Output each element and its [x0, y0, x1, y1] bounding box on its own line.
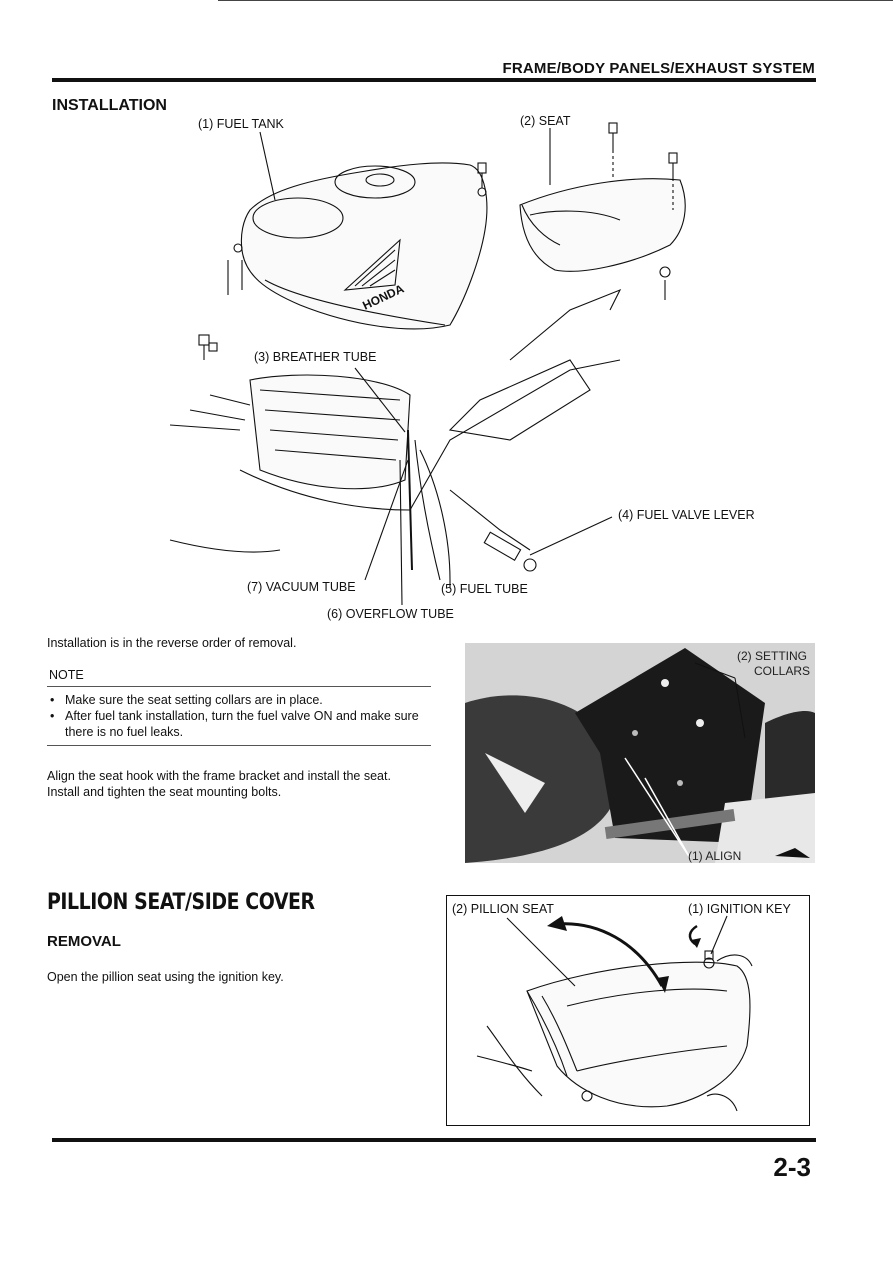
- label-breather-tube: (3) BREATHER TUBE: [254, 350, 377, 364]
- pillion-seat-figure: [446, 895, 810, 1126]
- label-vacuum-tube: (7) VACUUM TUBE: [247, 580, 356, 594]
- label-ignition-key: (1) IGNITION KEY: [688, 902, 791, 916]
- note-item: After fuel tank installation, turn the f…: [47, 708, 431, 740]
- label-seat: (2) SEAT: [520, 114, 571, 128]
- removal-heading: REMOVAL: [47, 933, 121, 950]
- installation-heading: INSTALLATION: [52, 97, 167, 114]
- align-seat-text: Align the seat hook with the frame brack…: [47, 769, 391, 783]
- page-number: 2-3: [773, 1152, 811, 1182]
- label-fuel-tank: (1) FUEL TANK: [198, 117, 284, 131]
- seat-photo: [465, 643, 815, 863]
- installation-intro: Installation is in the reverse order of …: [47, 636, 297, 650]
- removal-text: Open the pillion seat using the ignition…: [47, 970, 284, 984]
- label-pillion-seat: (2) PILLION SEAT: [452, 902, 554, 916]
- note-bottom-rule: [47, 745, 431, 746]
- tighten-bolts-text: Install and tighten the seat mounting bo…: [47, 785, 282, 799]
- photo-label-collars: COLLARS: [754, 664, 811, 678]
- photo-label-align: (1) ALIGN: [688, 849, 742, 863]
- note-list: Make sure the seat setting collars are i…: [47, 692, 431, 740]
- pillion-section-title: PILLION SEAT/SIDE COVER: [47, 890, 315, 915]
- note-item: Make sure the seat setting collars are i…: [47, 692, 431, 708]
- label-fuel-tube: (5) FUEL TUBE: [441, 582, 528, 596]
- install-paragraph: Align the seat hook with the frame brack…: [47, 768, 437, 800]
- top-edge-rule: [218, 0, 893, 1]
- footer-rule: [52, 1138, 816, 1142]
- label-overflow-tube: (6) OVERFLOW TUBE: [327, 607, 454, 621]
- installation-illustration: HONDA: [150, 110, 790, 630]
- note-label: NOTE: [49, 668, 84, 682]
- note-block: NOTE Make sure the seat setting collars …: [47, 668, 431, 746]
- note-top-rule: [47, 686, 431, 687]
- section-title: FRAME/BODY PANELS/EXHAUST SYSTEM: [502, 60, 815, 77]
- header-rule: [52, 78, 816, 82]
- photo-label-setting-collars: (2) SETTING: [737, 649, 808, 663]
- label-fuel-valve-lever: (4) FUEL VALVE LEVER: [618, 508, 755, 522]
